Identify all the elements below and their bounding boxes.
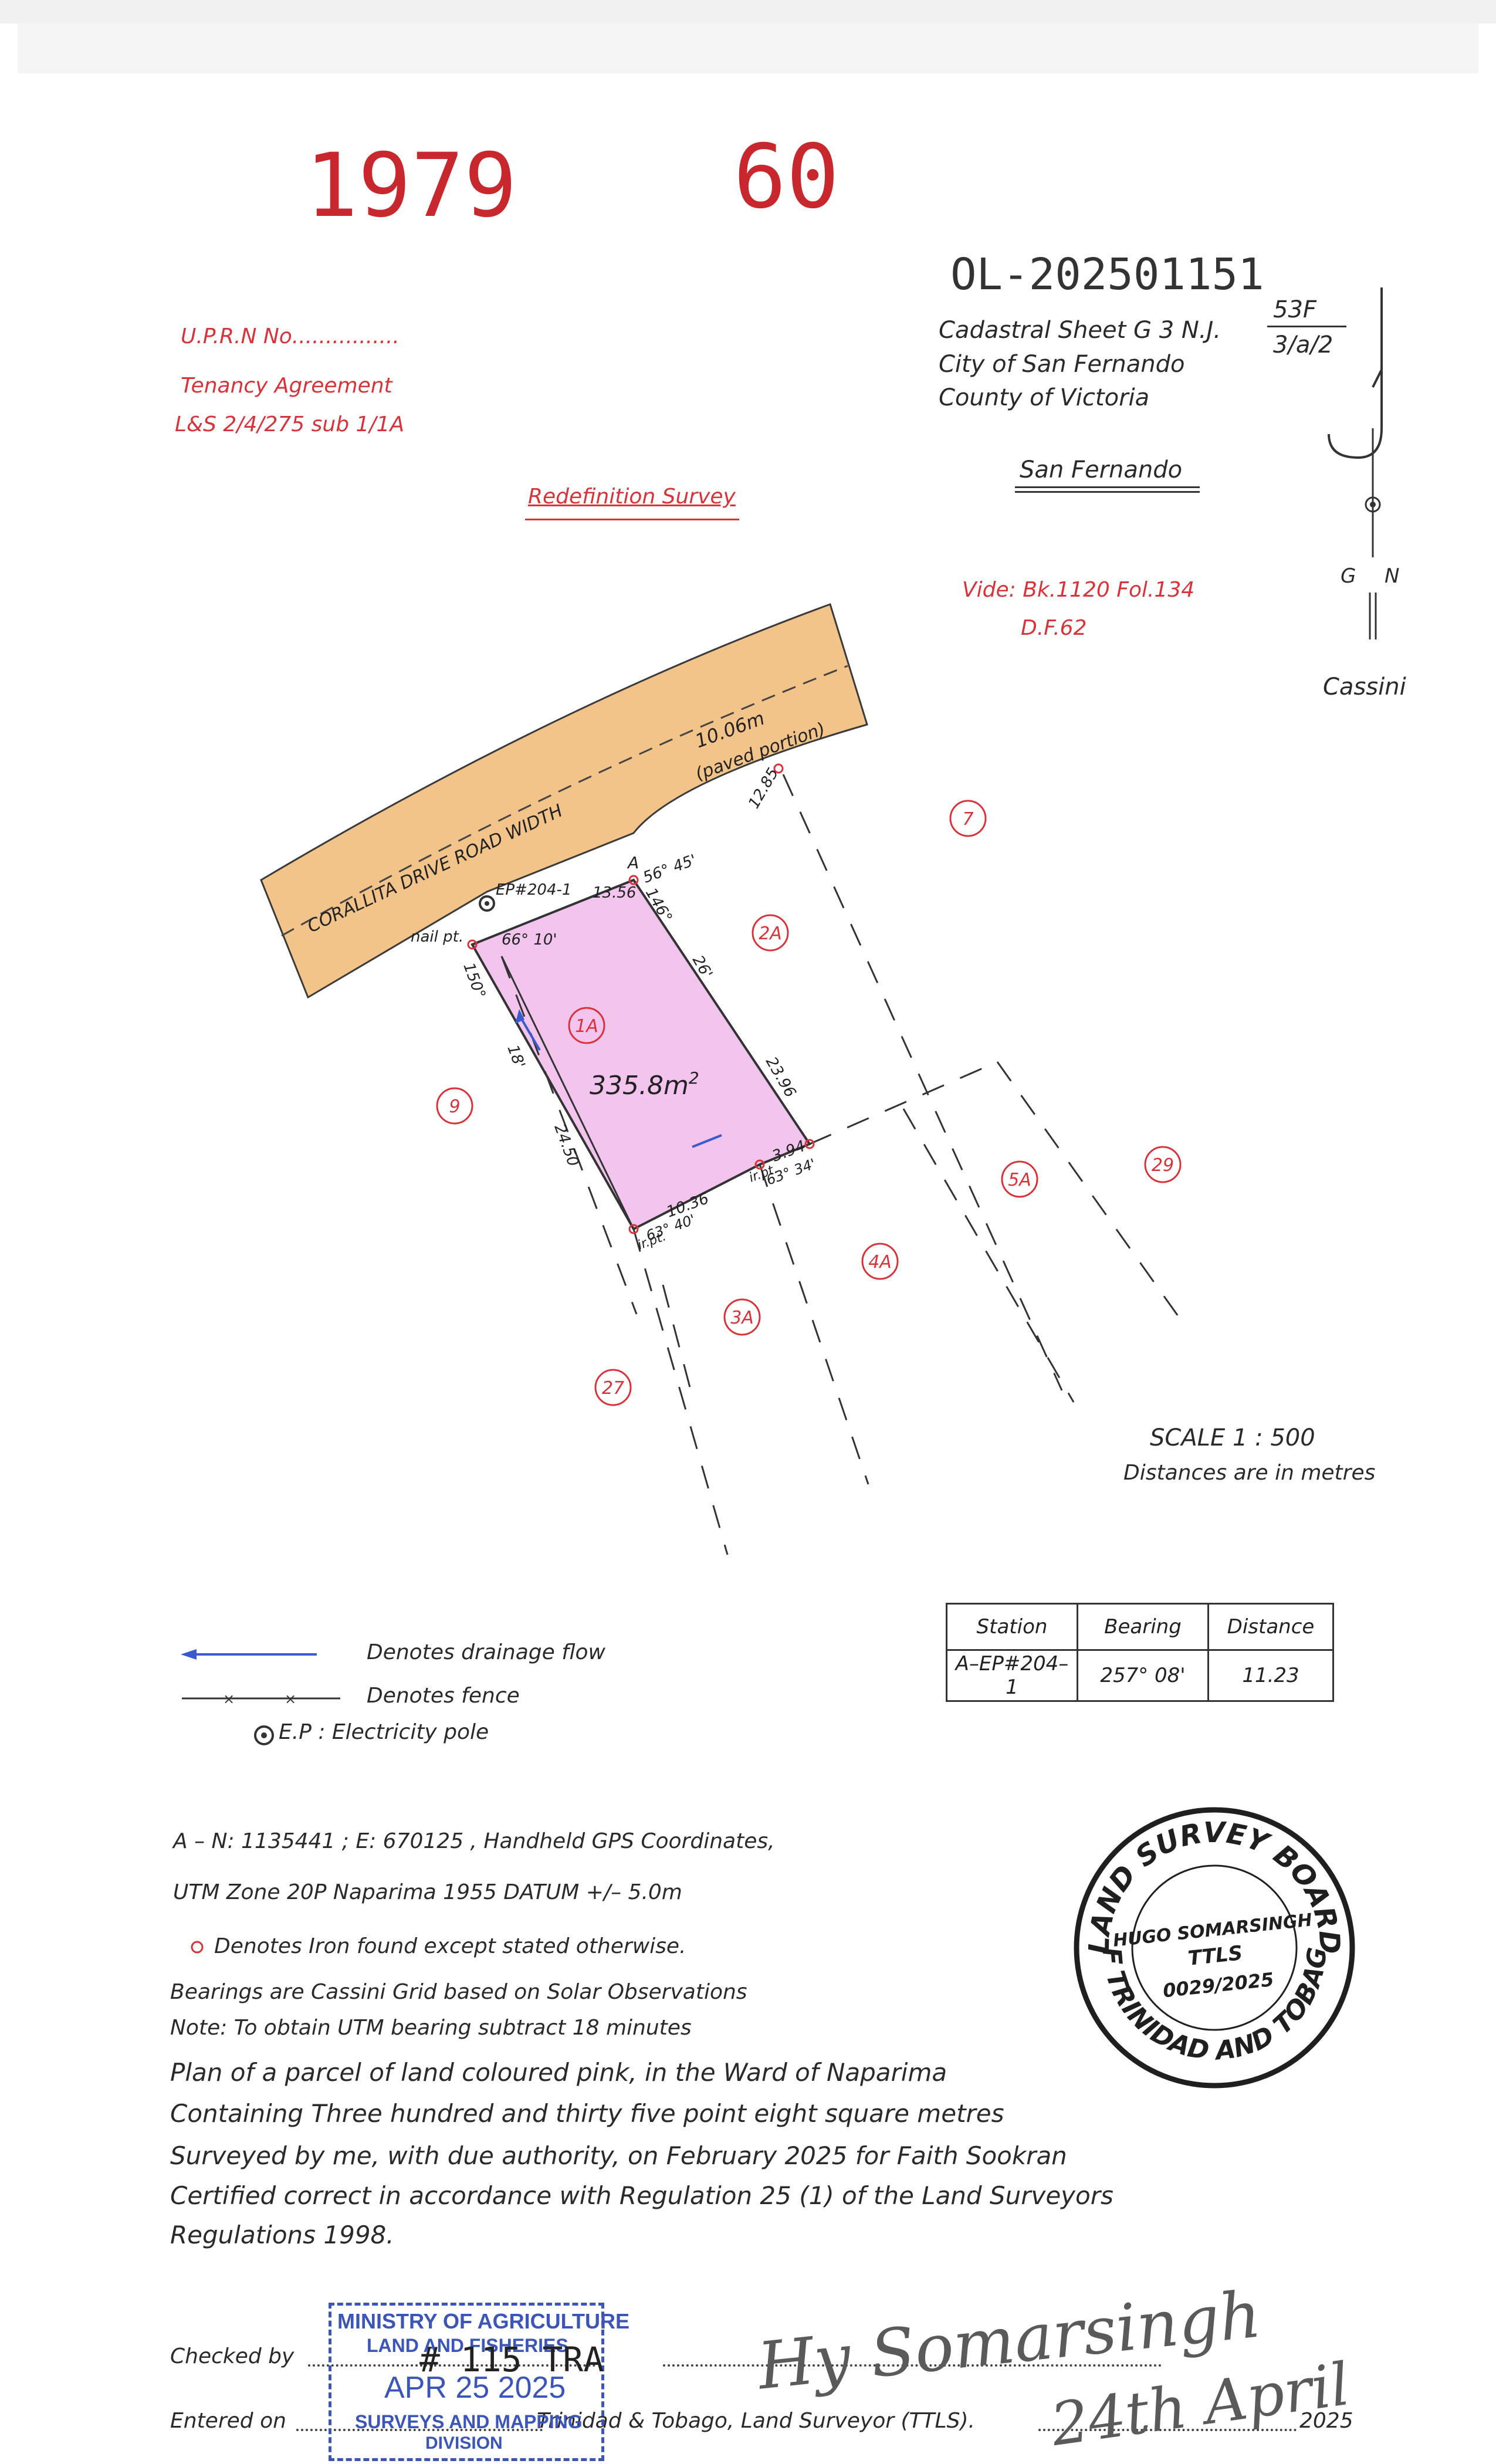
dim-18: 18' xyxy=(503,1043,528,1071)
ministry-stamp: MINISTRY OF AGRICULTURE LAND AND FISHERI… xyxy=(329,2303,629,2461)
uprn-label: U.P.R.N No................ xyxy=(181,324,400,348)
lot-5a: 5A xyxy=(1008,1170,1031,1190)
cert-line-3: Surveyed by me, with due authority, on F… xyxy=(170,2141,1067,2170)
north-arrow-icon xyxy=(1328,287,1383,639)
station-cell: A–EP#204–1 xyxy=(946,1649,1078,1702)
cassini-label: Cassini xyxy=(1323,673,1406,700)
lot-3a: 3A xyxy=(730,1308,754,1328)
nail-point-label: nail pt. xyxy=(411,928,463,946)
dim-bearing-56-45: 56° 45' xyxy=(641,851,699,887)
north-g: G xyxy=(1341,564,1356,588)
svg-text:TTLS: TTLS xyxy=(1187,1941,1244,1971)
sheet-fraction-bar xyxy=(1267,326,1346,327)
dim-13-56: 13.56 xyxy=(593,884,636,902)
ward-underline-2 xyxy=(1015,491,1200,493)
lot-9: 9 xyxy=(449,1096,460,1117)
survey-type: Redefinition Survey xyxy=(528,485,736,509)
station-table: Station Bearing Distance A–EP#204–1 257°… xyxy=(946,1603,1334,1702)
area-label: 335.8m2 xyxy=(590,1068,699,1101)
dim-12-85: 12.85 xyxy=(745,765,782,811)
iron-marker-icon xyxy=(191,1941,204,1954)
year-label: 2025 xyxy=(1299,2409,1353,2433)
ministry-stamp-line-1: MINISTRY OF AGRICULTURE xyxy=(337,2309,629,2333)
cert-line-5: Regulations 1998. xyxy=(170,2221,394,2249)
vide-reference: Vide: Bk.1120 Fol.134 xyxy=(962,578,1195,602)
cert-line-4: Certified correct in accordance with Reg… xyxy=(170,2181,1113,2210)
sheet-denominator: 3/a/2 xyxy=(1273,331,1333,358)
bearing-cell: 257° 08' xyxy=(1077,1649,1209,1702)
svg-text:×: × xyxy=(285,1691,296,1707)
stamp-number-left: 1979 xyxy=(305,135,517,237)
utm-note: UTM Zone 20P Naparima 1955 DATUM +/– 5.0… xyxy=(173,1880,682,1904)
legend-ep: E.P : Electricity pole xyxy=(279,1720,489,1744)
lot-1a: 1A xyxy=(575,1016,598,1037)
city-label: City of San Fernando xyxy=(939,351,1185,378)
file-reference: OL-202501151 xyxy=(950,249,1264,300)
legend-drainage: Denotes drainage flow xyxy=(367,1640,605,1664)
entered-on-line xyxy=(296,2429,543,2431)
units-label: Distances are in metres xyxy=(1123,1461,1376,1485)
distance-cell: 11.23 xyxy=(1207,1649,1334,1702)
legend-icons: × × xyxy=(181,1649,340,1745)
ministry-stamp-line-5: DIVISION xyxy=(425,2433,503,2453)
iron-note: Denotes Iron found except stated otherwi… xyxy=(214,1934,686,1958)
ep-label: EP#204-1 xyxy=(496,881,571,899)
survey-plan: CORALLITA DRIVE ROAD WIDTH 10.06m (paved… xyxy=(260,603,1186,1555)
svg-text:0029/2025: 0029/2025 xyxy=(1162,1968,1275,2002)
ward-underline-1 xyxy=(1015,486,1200,488)
lot-27: 27 xyxy=(602,1378,624,1399)
bearing-header: Bearing xyxy=(1077,1603,1209,1651)
road-centreline xyxy=(281,665,848,937)
ministry-stamp-line-2: LAND AND FISHERIES xyxy=(367,2335,568,2356)
svg-text:×: × xyxy=(223,1691,235,1707)
land-survey-board-seal: LAND SURVEY BOARD OF TRINIDAD AND TOBAGO… xyxy=(1068,1801,1355,2089)
ward-label: San Fernando xyxy=(1020,456,1183,483)
df-reference: D.F.62 xyxy=(1021,616,1087,640)
cadastral-sheet: Cadastral Sheet G 3 N.J. xyxy=(939,317,1221,344)
date-line xyxy=(1038,2429,1297,2431)
gps-note: A – N: 1135441 ; E: 670125 , Handheld GP… xyxy=(173,1829,775,1853)
parcel-1a xyxy=(471,878,812,1231)
dim-bearing-66-10: 66° 10' xyxy=(502,931,557,949)
entered-on-label: Entered on xyxy=(170,2409,286,2433)
electricity-pole-icon xyxy=(254,1725,274,1745)
ministry-stamp-handwritten: # 115 TRA xyxy=(419,2340,604,2380)
sheet-numerator: 53F xyxy=(1273,296,1316,323)
distance-header: Distance xyxy=(1207,1603,1334,1651)
road-band xyxy=(260,603,868,999)
scan-top-band xyxy=(0,0,1496,23)
surveyor-title: Trinidad & Tobago, Land Surveyor (TTLS). xyxy=(537,2409,975,2433)
station-header: Station xyxy=(946,1603,1078,1651)
iron-pt-label-2: ir.pt. xyxy=(636,1229,668,1253)
county-label: County of Victoria xyxy=(939,384,1150,411)
ls-reference: L&S 2/4/275 sub 1/1A xyxy=(175,412,405,436)
ministry-stamp-date: APR 25 2025 xyxy=(384,2371,566,2405)
legend-fence: Denotes fence xyxy=(367,1684,520,1708)
survey-type-underline xyxy=(525,519,739,520)
point-a-label: A xyxy=(627,853,639,872)
lot-29: 29 xyxy=(1152,1155,1174,1176)
cert-line-2: Containing Three hundred and thirty five… xyxy=(170,2099,1004,2128)
lot-2a: 2A xyxy=(759,923,782,944)
checked-by-label: Checked by xyxy=(170,2344,295,2368)
bearings-note: Bearings are Cassini Grid based on Solar… xyxy=(170,1980,747,2004)
scan-top-shade xyxy=(18,23,1478,73)
ministry-stamp-line-4: SURVEYS AND MAPPING xyxy=(355,2411,583,2432)
cert-line-1: Plan of a parcel of land coloured pink, … xyxy=(170,2058,947,2087)
stamp-number-right: 60 xyxy=(733,126,840,228)
utm-bearing-note: Note: To obtain UTM bearing subtract 18 … xyxy=(170,2016,692,2040)
signature-line xyxy=(663,2364,1162,2367)
north-n: N xyxy=(1385,564,1400,588)
checked-by-line xyxy=(308,2364,595,2367)
scale-label: SCALE 1 : 500 xyxy=(1150,1424,1315,1451)
lot-7: 7 xyxy=(962,809,973,830)
lot-4a: 4A xyxy=(868,1252,892,1272)
tenancy-label: Tenancy Agreement xyxy=(181,374,392,398)
